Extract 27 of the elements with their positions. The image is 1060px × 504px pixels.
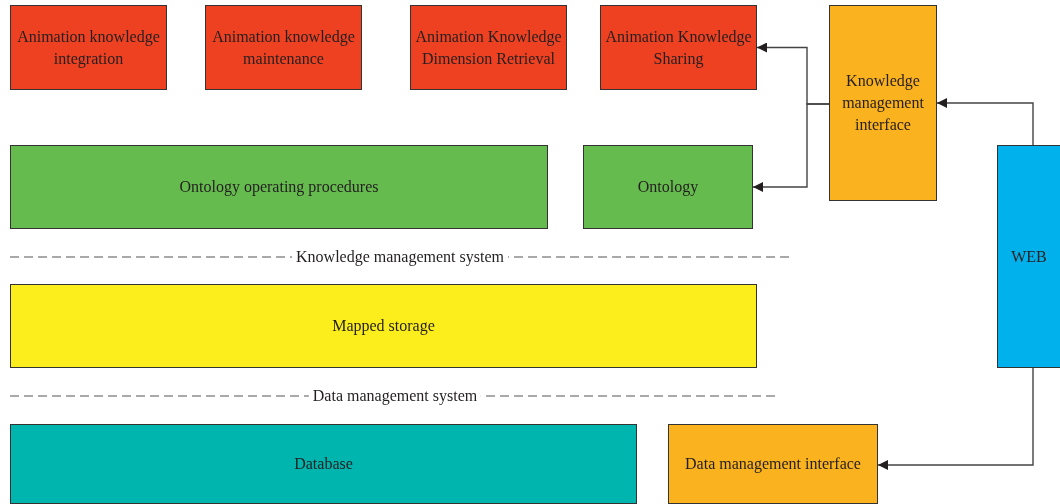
node-label: Ontology: [636, 177, 700, 198]
node-label: Animation knowledge integration: [16, 26, 161, 70]
node-label: Animation knowledge maintenance: [211, 26, 356, 69]
arrow: [877, 367, 1034, 470]
node-label: WEB: [1010, 246, 1048, 267]
node-label: Database: [293, 454, 354, 474]
interface-box: [668, 424, 878, 504]
node-label: Knowledge management interface: [841, 71, 925, 135]
section-label: Knowledge management system: [292, 248, 508, 266]
interface-box: [829, 5, 937, 201]
procedure-box: [10, 145, 548, 229]
module-box: [410, 5, 567, 90]
arrow: [752, 103, 830, 192]
web-box: [997, 145, 1060, 368]
storage-box: [10, 284, 757, 368]
arrow: [936, 98, 1034, 146]
section-label: Data management system: [308, 387, 482, 405]
database-box: [10, 424, 637, 504]
ontology-box: [583, 145, 753, 229]
node-label: Data management interface: [684, 454, 862, 475]
module-box: [205, 5, 362, 90]
module-box: [600, 5, 757, 90]
node-label: Animation Knowledge Dimension Retrieval: [414, 26, 563, 69]
node-label: Ontology operating procedures: [178, 177, 380, 198]
node-label: Mapped storage: [331, 316, 436, 337]
node-label: Animation Knowledge Sharing: [604, 26, 753, 70]
module-box: [10, 5, 167, 90]
